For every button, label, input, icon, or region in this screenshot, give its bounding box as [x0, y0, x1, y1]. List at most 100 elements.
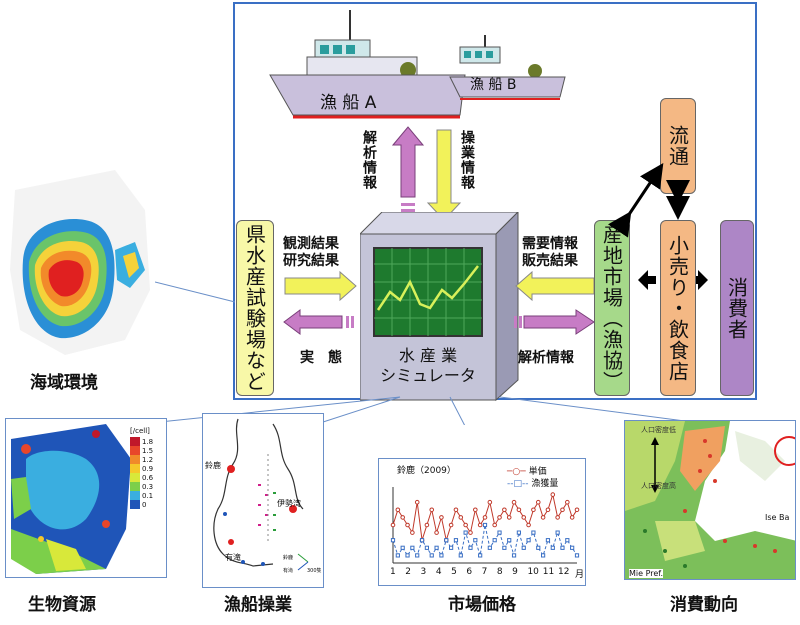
legend-catch-label: 漁獲量: [531, 479, 559, 489]
boat-a-label: 漁 船 A: [320, 93, 377, 113]
simulator-label: 水 産 業 シミュレータ: [360, 346, 496, 386]
retail-box: 小売り・飲食店: [660, 220, 696, 396]
series-point: [419, 538, 425, 543]
boat-legend-2: 有滝: [283, 568, 294, 574]
operation-info-vertical-label: 操業情報: [459, 130, 475, 190]
simulator-label-line1: 水 産 業: [398, 346, 458, 365]
x-tick-label: 1: [390, 567, 396, 577]
series-point: [424, 545, 429, 550]
series-point: [434, 545, 439, 550]
series-point: [511, 499, 517, 505]
bio-legend-tick: 0.6: [142, 473, 154, 482]
bio-legend-row: 0.9: [130, 464, 153, 473]
series-point: [492, 538, 497, 543]
series-point: [410, 530, 415, 535]
bio-legend-tick: 1.5: [142, 446, 154, 455]
series-point: [506, 515, 512, 520]
series-point: [541, 553, 546, 558]
bio-legend-tick: 0: [142, 500, 147, 509]
flow-arrows: [608, 163, 708, 290]
series-point: [468, 530, 473, 535]
bio-legend-row: 0: [130, 500, 153, 509]
bottom-connector-lines: [149, 396, 701, 425]
legend-catch: --□-- 漁獲量: [507, 479, 559, 489]
caption-market-price: 市場価格: [448, 595, 516, 615]
series-point: [400, 545, 405, 550]
bio-legend-swatch: [130, 482, 140, 491]
series-point: [569, 515, 575, 520]
demand-label: 需要情報 販売結果: [522, 236, 578, 270]
series-point: [429, 553, 434, 558]
density-high-label: 人口密度高: [641, 482, 676, 490]
series-point: [463, 530, 468, 535]
series-point: [555, 530, 560, 535]
series-point: [570, 545, 575, 550]
legend-unit-price: ─○─ 単価: [507, 467, 547, 477]
bio-legend-swatch: [130, 446, 140, 455]
series-point: [414, 499, 420, 505]
series-point: [560, 507, 565, 513]
series-point: [439, 553, 444, 558]
series-point: [574, 553, 580, 558]
bio-legend-row: 0.3: [130, 482, 153, 491]
series-point: [458, 553, 463, 558]
series-point: [521, 515, 527, 520]
series-point: [545, 507, 551, 513]
series-point: [395, 553, 400, 558]
consumer-map-graphic: [625, 421, 795, 579]
series-point: [511, 553, 517, 558]
series-point: [395, 507, 401, 513]
bio-legend-swatch: [130, 491, 140, 500]
bio-legend-swatch: [130, 437, 140, 446]
observation-line1: 観測結果: [283, 236, 339, 252]
place-suzuka: 鈴鹿: [205, 461, 221, 470]
mie-pref-label: Mie Pref.: [629, 569, 664, 578]
caption-consumer-trend: 消費動向: [670, 595, 738, 615]
series-point: [550, 492, 556, 497]
bio-legend-tick: 1.8: [142, 437, 154, 446]
boat-legend-1: 鈴鹿: [283, 555, 294, 561]
series-point: [574, 507, 580, 513]
series-point: [444, 538, 449, 543]
series-point: [415, 553, 420, 558]
bio-legend-title: [/cell]: [130, 427, 150, 435]
series-point: [429, 507, 435, 513]
series-point: [463, 522, 468, 528]
series-point: [390, 538, 396, 543]
series-point: [477, 522, 483, 528]
series-point: [487, 499, 493, 505]
chart-place-year: 鈴鹿（2009）: [397, 466, 456, 476]
prefecture-box: 県水産試験場など: [236, 220, 274, 396]
left-arrows: [283, 270, 357, 335]
analysis-info-vertical-label: 解析情報: [361, 130, 377, 190]
simulator-cube: [360, 212, 519, 402]
x-tick-label: 6: [466, 567, 473, 577]
boat-b: [449, 35, 566, 100]
series-point: [555, 515, 560, 520]
bio-legend-row: 0.6: [130, 473, 153, 482]
boat-a: [269, 10, 466, 119]
series-point: [424, 522, 430, 528]
bio-legend-tick: 1.2: [142, 455, 154, 464]
series-point: [458, 515, 464, 520]
fishing-boats: [269, 10, 566, 119]
density-low-label: 人口密度低: [641, 426, 676, 434]
boat-operation-map: 鈴鹿 伊勢湾 有滝 鈴鹿 有滝 300隻: [202, 413, 324, 588]
series-point: [405, 553, 410, 558]
boat-b-label: 漁 船 B: [470, 77, 517, 93]
bio-legend-swatch: [130, 473, 140, 482]
series-point: [492, 522, 497, 528]
series-point: [473, 538, 478, 543]
series-point: [468, 545, 473, 550]
series-point: [497, 530, 502, 535]
price-chart-svg: [390, 487, 580, 564]
series-point: [482, 515, 488, 520]
series-point: [535, 499, 541, 505]
series-point: [531, 507, 536, 513]
bio-legend-row: 1.5: [130, 446, 153, 455]
analysis-info-horizontal-label: 解析情報: [518, 350, 574, 366]
